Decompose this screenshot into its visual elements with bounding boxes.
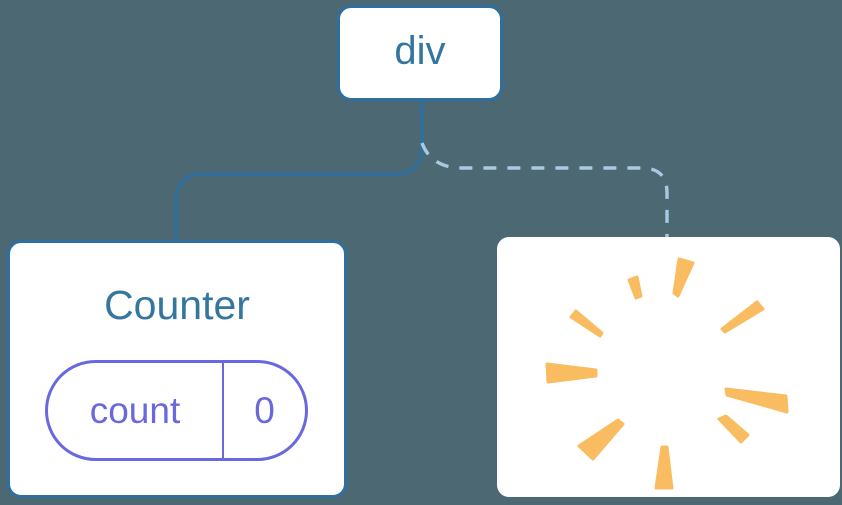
tree-node-div: div [337, 5, 503, 101]
state-value-cell: 0 [222, 363, 305, 458]
poof-ray [654, 445, 674, 490]
tree-node-removed [497, 237, 840, 497]
state-pill: count 0 [45, 360, 308, 461]
poof-ray [569, 309, 604, 338]
poof-ray [627, 275, 643, 300]
poof-ray [724, 387, 789, 414]
poof-ray [672, 257, 695, 298]
poof-ray [717, 414, 750, 444]
poof-ray [720, 300, 765, 334]
counter-title: Counter [104, 282, 250, 328]
state-key-cell: count [48, 363, 222, 458]
tree-node-counter: Counter count 0 [7, 240, 347, 498]
poof-ray [545, 362, 598, 384]
connector-dashed-line [420, 142, 669, 238]
state-key-label: count [89, 389, 181, 431]
connector-solid-line [174, 99, 424, 243]
poof-burst-icon [545, 257, 789, 490]
poof-ray [577, 418, 625, 461]
tree-node-div-label: div [394, 29, 446, 73]
state-value: 0 [254, 389, 275, 431]
